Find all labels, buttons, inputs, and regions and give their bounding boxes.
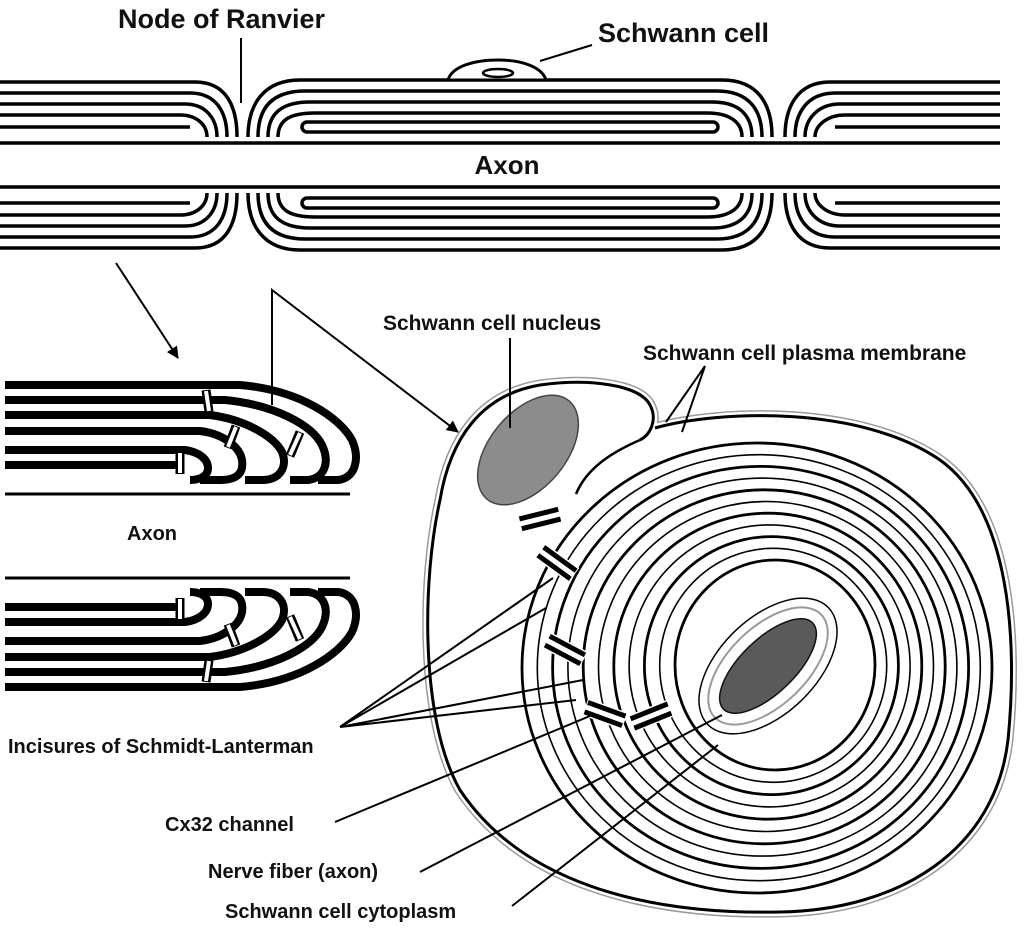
- myelin-cross-section: [428, 377, 1012, 913]
- label-schwann-cell-plasma-membrane: Schwann cell plasma membrane: [643, 342, 966, 365]
- leader-nerve-fiber: [419, 714, 723, 873]
- label-axon-longitudinal: Axon: [475, 150, 540, 180]
- leader-schwann-cell: [539, 44, 593, 62]
- nucleus-lobe-boundary: [574, 438, 641, 495]
- label-cx32-channel: Cx32 channel: [165, 814, 294, 836]
- leader-cx32-channel: [334, 715, 591, 823]
- myelin-lamellae: [520, 441, 994, 895]
- myelin-lamella: [567, 477, 958, 857]
- myelin-lamella: [658, 547, 888, 784]
- myelin-lamella: [628, 524, 911, 808]
- schwann-cell-body-nucleus: [481, 67, 515, 79]
- label-schwann-cell: Schwann cell: [598, 18, 769, 48]
- label-incisures-of-schmidt-lanterman: Incisures of Schmidt-Lanterman: [8, 736, 314, 758]
- axon-periaxonal-membrane: [707, 606, 829, 726]
- axon-outer-membrane: [698, 597, 838, 735]
- label-schwann-cell-cytoplasm: Schwann cell cytoplasm: [225, 901, 456, 923]
- myelin-lamella: [673, 558, 877, 772]
- leader-schwann-cell-plasma-membrane: [665, 365, 706, 433]
- myelin-lamella: [581, 488, 947, 846]
- lower-myelin-sheath: [0, 191, 1002, 252]
- label-node-of-ranvier: Node of Ranvier: [118, 4, 326, 34]
- zoom-lower-lamellae: [5, 578, 356, 687]
- leader-incisures: [339, 577, 584, 728]
- label-axon-zoom: Axon: [127, 523, 177, 545]
- myelin-lamella: [612, 511, 924, 821]
- myelin-lamella: [536, 453, 982, 882]
- myelin-lamella: [551, 465, 970, 870]
- myelin-lamella: [520, 441, 994, 895]
- myelin-lamella: [597, 500, 935, 833]
- schwann-cell-nucleus: [476, 394, 580, 506]
- upper-myelin-sheath: [0, 78, 1002, 139]
- longitudinal-nerve-fiber: [0, 58, 1002, 252]
- arrow-to-cross-section: [271, 287, 459, 433]
- arrow-to-zoom-view: [115, 262, 179, 359]
- label-nerve-fiber-axon: Nerve fiber (axon): [208, 861, 378, 883]
- zoom-upper-lamellae: [5, 385, 356, 494]
- label-schwann-cell-nucleus: Schwann cell nucleus: [383, 312, 601, 335]
- leader-schwann-cell-cytoplasm: [511, 744, 719, 907]
- myelin-lamella: [643, 535, 900, 796]
- nerve-fiber-axon: [718, 618, 818, 714]
- schwann-cell-body: [446, 58, 549, 82]
